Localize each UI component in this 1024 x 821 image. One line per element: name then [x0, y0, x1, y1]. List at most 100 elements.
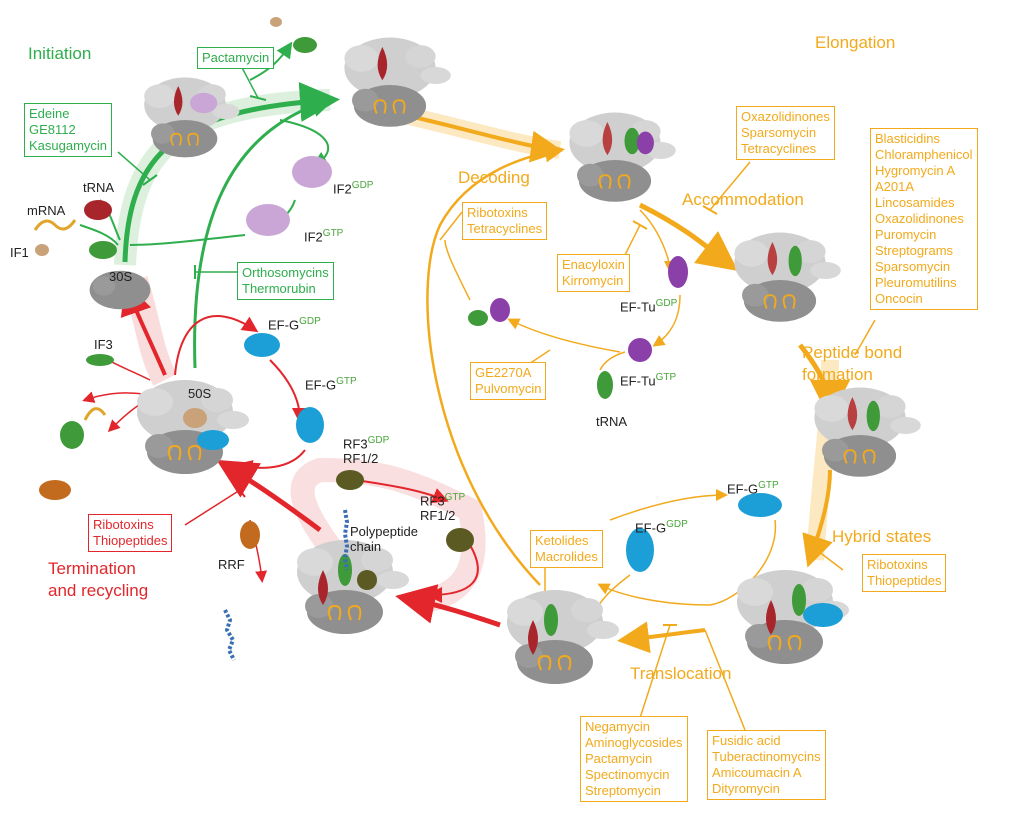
label-if2-gtp-base: IF2	[304, 229, 323, 245]
inhibitor-name: Dityromycin	[712, 781, 780, 796]
inhibitor-name: Fusidic acid	[712, 733, 781, 748]
inhibitor-name: Oxazolidinones	[875, 211, 964, 226]
inhibitor-name: Negamycin	[585, 719, 651, 734]
stage-hybrid-states: Hybrid states	[832, 527, 932, 546]
ribosome-peptide	[813, 386, 922, 478]
ribosome-translocation	[506, 589, 620, 685]
label-if3: IF3	[94, 337, 113, 352]
stage-elongation: Elongation	[815, 33, 896, 52]
stage-decoding: Decoding	[458, 168, 530, 187]
inhibitor-name: Ketolides	[535, 533, 589, 548]
label-eftu-gdp-sup: GDP	[655, 298, 678, 309]
label-if1: IF1	[10, 245, 29, 260]
label-eftu-gtp-base: EF-Tu	[620, 373, 656, 389]
label-rf3-gdp-line2: RF1/2	[343, 451, 379, 467]
label-efg2-gdp: EF-GGDP	[635, 517, 688, 535]
inhibitor-name: Sparsomycin	[741, 125, 817, 140]
label-50s: 50S	[188, 386, 212, 401]
label-rf3-gtp-line2: RF1/2	[420, 508, 456, 524]
label-30s: 30S	[109, 269, 133, 284]
stage-accommodation: Accommodation	[682, 190, 804, 209]
inhibitor-name: Ribotoxins	[867, 557, 928, 572]
label-efg-gdp-base: EF-G	[268, 317, 300, 333]
ribosome-initiation	[143, 76, 241, 159]
inhibitor-name: GE2270A	[475, 365, 532, 380]
label-efg2-gtp-base: EF-G	[727, 481, 759, 497]
label-rf3-gtp: RF3GTP RF1/2	[420, 490, 465, 523]
label-efg-gtp-base: EF-G	[305, 377, 337, 393]
inhibitor-name: A201A	[875, 179, 915, 194]
inhibitor-name: Ribotoxins	[93, 517, 154, 532]
label-trna-mid: tRNA	[596, 414, 628, 429]
label-efg-gdp-sup: GDP	[299, 316, 321, 327]
ribosome-hybrid	[736, 569, 850, 665]
inhibitor-name: Pleuromutilins	[875, 275, 957, 290]
label-mrna: mRNA	[27, 203, 66, 218]
label-rf3-gdp-sup: GDP	[367, 435, 390, 446]
inhibitor-name: Orthosomycins	[242, 265, 329, 280]
label-eftu-gtp: EF-TuGTP	[620, 370, 676, 388]
label-eftu-gdp: EF-TuGDP	[620, 296, 677, 314]
label-rf3-gdp: RF3GDP RF1/2	[343, 433, 389, 466]
inhibitor-name: Hygromycin A	[875, 163, 956, 178]
label-eftu-gtp-sup: GTP	[655, 372, 677, 383]
inhibitor-name: Kasugamycin	[29, 138, 108, 153]
label-if2-gtp-sup: GTP	[322, 228, 344, 239]
ribosome-50s	[136, 379, 250, 475]
inhibitor-name: Macrolides	[535, 549, 598, 564]
inhibitor-name: Tetracyclines	[741, 141, 817, 156]
inhibitor-name: Edeine	[29, 106, 70, 121]
inhibitor-name: Amicoumacin A	[712, 765, 802, 780]
label-efg-gtp-sup: GTP	[336, 376, 357, 387]
inhibitor-name: Aminoglycosides	[585, 735, 683, 750]
label-efg2-gtp: EF-GGTP	[727, 478, 779, 496]
inhibitor-name: Tetracyclines	[467, 221, 543, 236]
label-rf3-gdp-base: RF3	[343, 436, 368, 452]
inhibitor-name: Thermorubin	[242, 281, 316, 296]
stage-peptide-bond: Peptide bond formation	[802, 343, 903, 384]
label-trna-top: tRNA	[83, 180, 115, 195]
inhibitor-name: GE8112	[29, 122, 76, 137]
label-if2-gdp-sup: GDP	[351, 180, 374, 191]
inhibitor-name: Lincosamides	[875, 195, 955, 210]
ribosome-decoding	[568, 111, 677, 203]
inhibitor-name: Ribotoxins	[467, 205, 528, 220]
inhibitor-name: Thiopeptides	[867, 573, 942, 588]
ribosome-termination	[296, 539, 410, 635]
inhibitor-name: Oxazolidinones	[741, 109, 830, 124]
label-if2-gdp-base: IF2	[333, 181, 352, 197]
inhibitor-name: Blasticidins	[875, 131, 941, 146]
inhibitor-name: Streptograms	[875, 243, 954, 258]
inhibitor-name: Tuberactinomycins	[712, 749, 821, 764]
ribosome-top-elongation	[343, 36, 452, 128]
label-rf3-gtp-base: RF3	[420, 493, 445, 509]
inhibitor-name: Sparsomycin	[875, 259, 951, 274]
label-rf3-gtp-sup: GTP	[444, 492, 466, 503]
inhibitor-name: Puromycin	[875, 227, 937, 242]
label-efg-gdp: EF-GGDP	[268, 314, 321, 332]
label-efg2-gdp-sup: GDP	[666, 519, 688, 530]
label-if2-gtp: IF2GTP	[304, 226, 343, 244]
label-efg-gtp: EF-GGTP	[305, 374, 357, 392]
ribosome-30s	[89, 270, 151, 310]
inhibitor-name: Pactamycin	[585, 751, 653, 766]
label-rrf: RRF	[218, 557, 245, 572]
inhibitor-name: Spectinomycin	[585, 767, 670, 782]
inhibitor-name: Oncocin	[875, 291, 923, 306]
inhibitor-name: Thiopeptides	[93, 533, 168, 548]
label-efg2-gtp-sup: GTP	[758, 480, 779, 491]
inhibitor-name: Pactamycin	[202, 50, 270, 65]
